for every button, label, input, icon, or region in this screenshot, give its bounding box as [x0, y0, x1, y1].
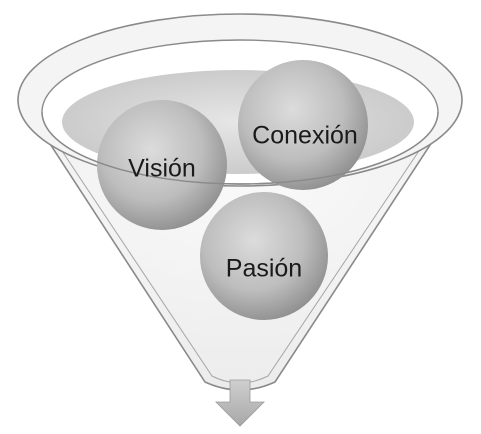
label-pasion: Pasión: [226, 255, 302, 283]
label-vision: Visión: [128, 155, 196, 183]
label-conexion: Conexión: [252, 122, 358, 150]
